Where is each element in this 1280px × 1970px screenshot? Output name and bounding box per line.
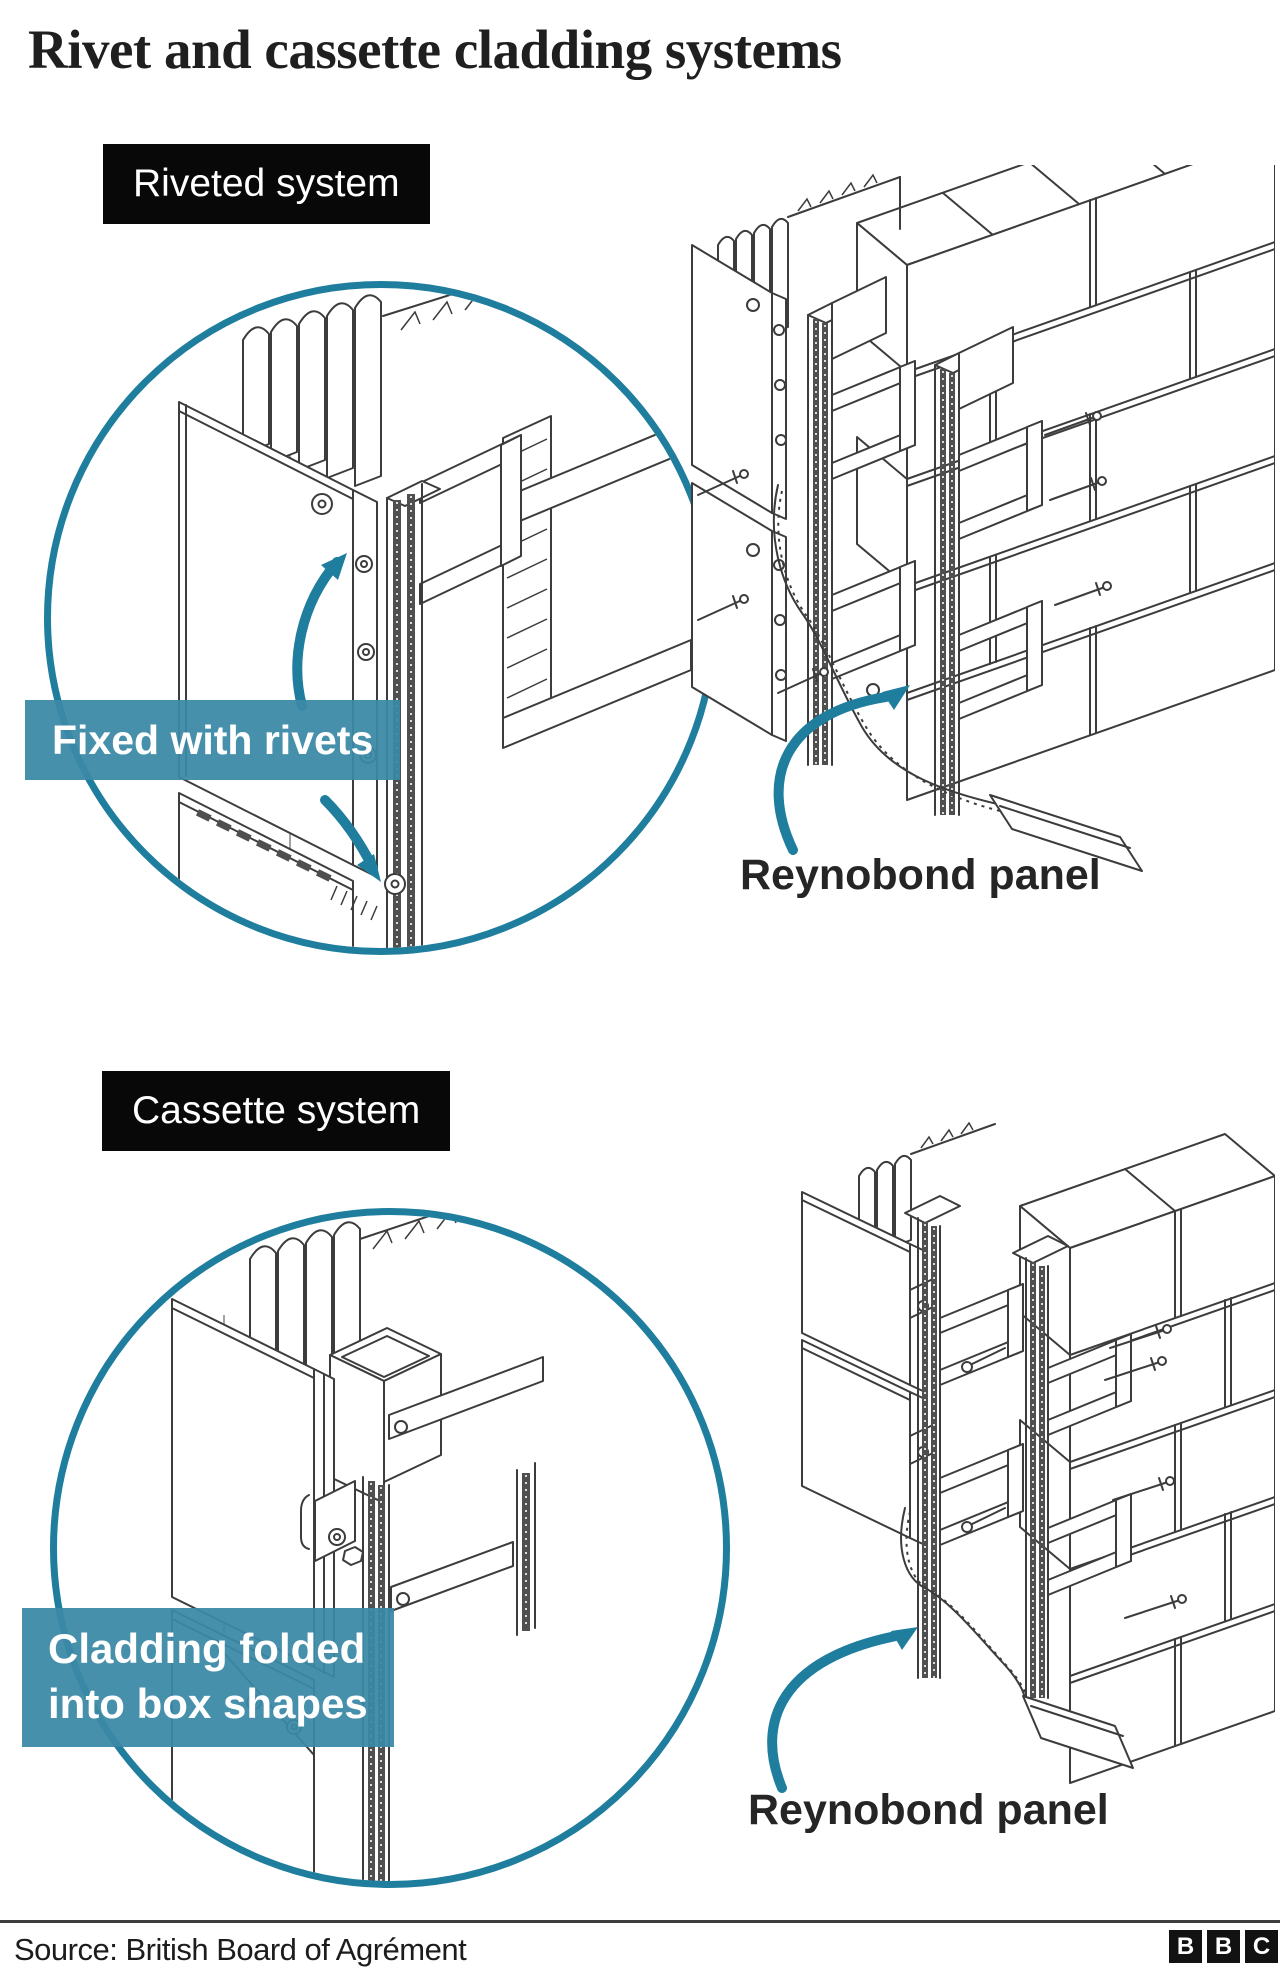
cassette-detail-circle [50,1208,730,1888]
bbc-logo-letter: B [1207,1930,1240,1963]
cassette-panel [801,1191,926,1546]
callout-arrow-up-icon [292,553,347,711]
reynobond-panel-label: Reynobond panel [740,851,1101,899]
cassette-wall-drawing [767,1121,1275,1793]
panel-clip [300,1480,364,1566]
reynobond-panel-label: Reynobond panel [748,1786,1109,1834]
vertical-rail [934,326,1014,816]
vertical-rail [904,1195,961,1679]
bbc-logo-letter: B [1169,1930,1202,1963]
peeled-panel-sheet [900,1507,1134,1769]
riveted-panel [691,244,787,742]
cladding-folded-callout: Cladding folded into box shapes [22,1608,394,1748]
mullion-tube [329,1327,442,1504]
callout-text: Fixed with rivets [52,717,374,763]
rivet-pin-icon [1104,1324,1187,1619]
bbc-logo: B B C [1169,1930,1278,1963]
insulation-strips [242,288,612,487]
riveted-panel [178,401,378,878]
riveted-system-badge: Riveted system [103,144,430,224]
source-credit: Source: British Board of Agrément [14,1932,467,1967]
callout-text-line2: into box shapes [48,1679,368,1727]
support-bracket [939,1283,1132,1596]
support-bracket [831,360,1043,720]
peeled-panel-sheet [772,484,1143,872]
adjacent-panel-edges [502,415,692,749]
reynobond-arrow-icon [767,1627,918,1793]
cassette-system-badge: Cassette system [102,1071,451,1151]
footer-divider [0,1920,1280,1923]
riveted-detail-circle [44,281,718,955]
bbc-logo-letter: C [1245,1930,1278,1963]
rivet-pin-icon [697,411,1112,694]
reynobond-arrow-icon [773,685,910,855]
riveted-detail-drawing [178,288,692,948]
support-bracket [388,1356,544,1612]
callout-text-line1: Cladding folded [48,1625,366,1672]
cassette-detail-drawing [171,1215,544,1881]
fixed-with-rivets-callout: Fixed with rivets [25,700,401,780]
lower-panel [178,792,378,948]
vertical-rail [807,276,887,766]
vertical-rail [1012,1235,1069,1699]
riveted-wall-drawing [691,165,1275,872]
support-bracket [419,434,522,605]
vertical-rail [516,1462,536,1636]
insulation-strips [858,1121,996,1247]
callout-arrow-down-icon [320,795,381,882]
page-title: Rivet and cassette cladding systems [28,19,842,80]
